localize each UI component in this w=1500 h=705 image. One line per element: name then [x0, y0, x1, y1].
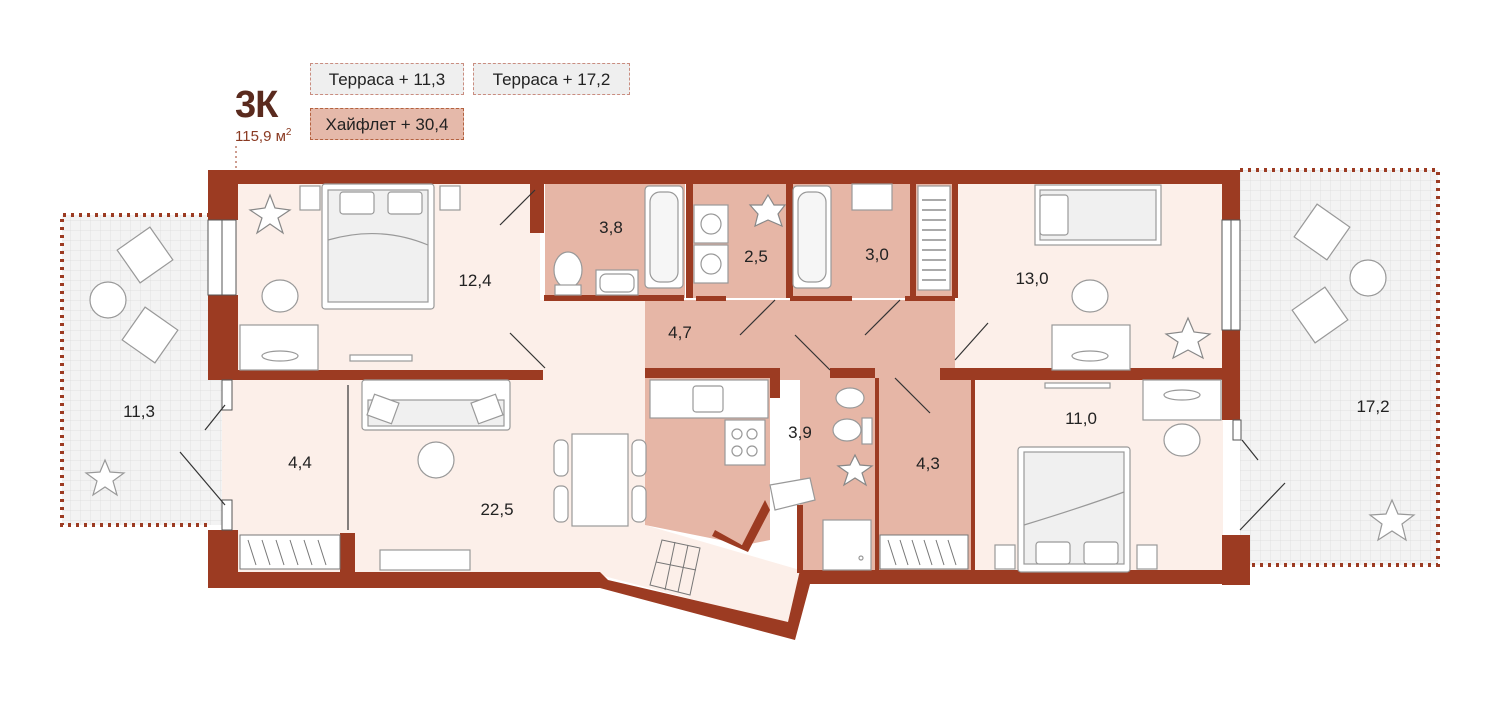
radiators [239, 534, 969, 570]
kitchen [649, 379, 816, 511]
room-area-bathroom-1: 3,8 [599, 218, 623, 237]
apartment-area-value: 115,9 м [235, 128, 286, 145]
room-area-bedroom-right-bottom: 11,0 [1065, 409, 1097, 428]
bathtub-2 [792, 183, 951, 291]
plant-icon [1164, 316, 1212, 360]
highflat-tag[interactable]: Хайфлет + 30,4 [310, 108, 464, 140]
room-area-terrace-left: 11,3 [123, 402, 155, 421]
door-swings [179, 189, 1286, 531]
room-area-bedroom-right-top: 13,0 [1015, 269, 1049, 288]
room-area-bathroom-3: 3,9 [788, 423, 812, 442]
desk-left [239, 279, 413, 371]
bathroom-3-fixtures [822, 387, 873, 571]
plant-icon [748, 193, 787, 228]
room-area-closet: 4,3 [916, 454, 940, 473]
terrace-left-tag[interactable]: Терраса + 11,3 [310, 63, 464, 95]
dining-table [553, 433, 647, 527]
bed-right-bottom [994, 379, 1222, 573]
plant-icon [836, 453, 874, 487]
walls [208, 170, 1250, 640]
sofa [361, 379, 511, 571]
washing-machines [693, 204, 729, 284]
bed-right-top [1034, 184, 1162, 389]
plant-icon [248, 193, 292, 235]
apartment-area: 115,9 м2 [235, 127, 291, 145]
apartment-type: 3К [235, 84, 278, 126]
room-area-laundry: 2,5 [744, 247, 768, 266]
room-area-terrace-right: 17,2 [1356, 397, 1390, 416]
terrace-right-furniture [1291, 203, 1416, 542]
bed-left [299, 183, 461, 310]
room-area-bedroom-left: 12,4 [458, 271, 492, 290]
room-area-living-room: 22,5 [480, 500, 514, 519]
terrace-left-furniture [84, 226, 179, 497]
apartment-area-unit-sup: 2 [285, 127, 292, 138]
sunbed-grid [649, 539, 701, 596]
room-area-entrance: 4,4 [288, 453, 312, 472]
windows [207, 219, 1242, 531]
room-area-hall: 4,7 [668, 323, 692, 342]
terrace-right-tag[interactable]: Терраса + 17,2 [473, 63, 630, 95]
room-area-bathroom-2: 3,0 [865, 245, 889, 264]
bathtub-1 [553, 185, 684, 296]
